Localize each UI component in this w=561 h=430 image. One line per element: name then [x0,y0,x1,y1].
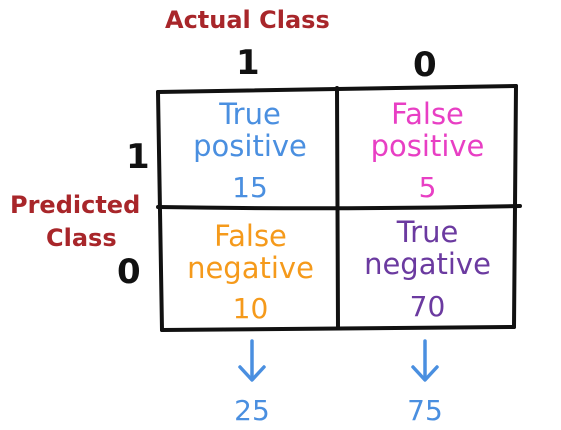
arrow-down-icon [411,339,439,382]
tp-line2: positive [193,129,307,163]
column-total-zero: 75 [407,394,443,427]
arrow-down-icon [238,339,266,382]
fn-line2: negative [187,251,314,285]
cell-true-positive-title: True positive [170,100,330,161]
tn-line1: True [396,215,459,249]
actual-zero-label: 0 [413,45,437,85]
predicted-one-label: 1 [126,137,150,177]
fp-line1: False [391,97,464,131]
cell-false-negative-title: False negative [168,222,333,283]
cell-false-negative-value: 10 [232,292,269,325]
tn-line2: negative [364,247,491,281]
fn-line1: False [214,219,287,253]
predicted-class-label-line2: Class [46,224,117,252]
actual-class-label: Actual Class [165,6,330,34]
tp-line1: True [219,97,281,131]
cell-false-positive-title: False positive [345,100,510,161]
cell-false-positive-value: 5 [418,171,437,204]
predicted-class-label-line1: Predicted [10,191,141,219]
cell-true-negative-value: 70 [409,290,446,323]
fp-line2: positive [370,129,485,163]
cell-true-positive-value: 15 [232,171,268,204]
predicted-zero-label: 0 [117,252,141,292]
cell-true-negative-title: True negative [345,218,510,279]
actual-one-label: 1 [236,43,260,83]
column-total-one: 25 [234,394,270,427]
